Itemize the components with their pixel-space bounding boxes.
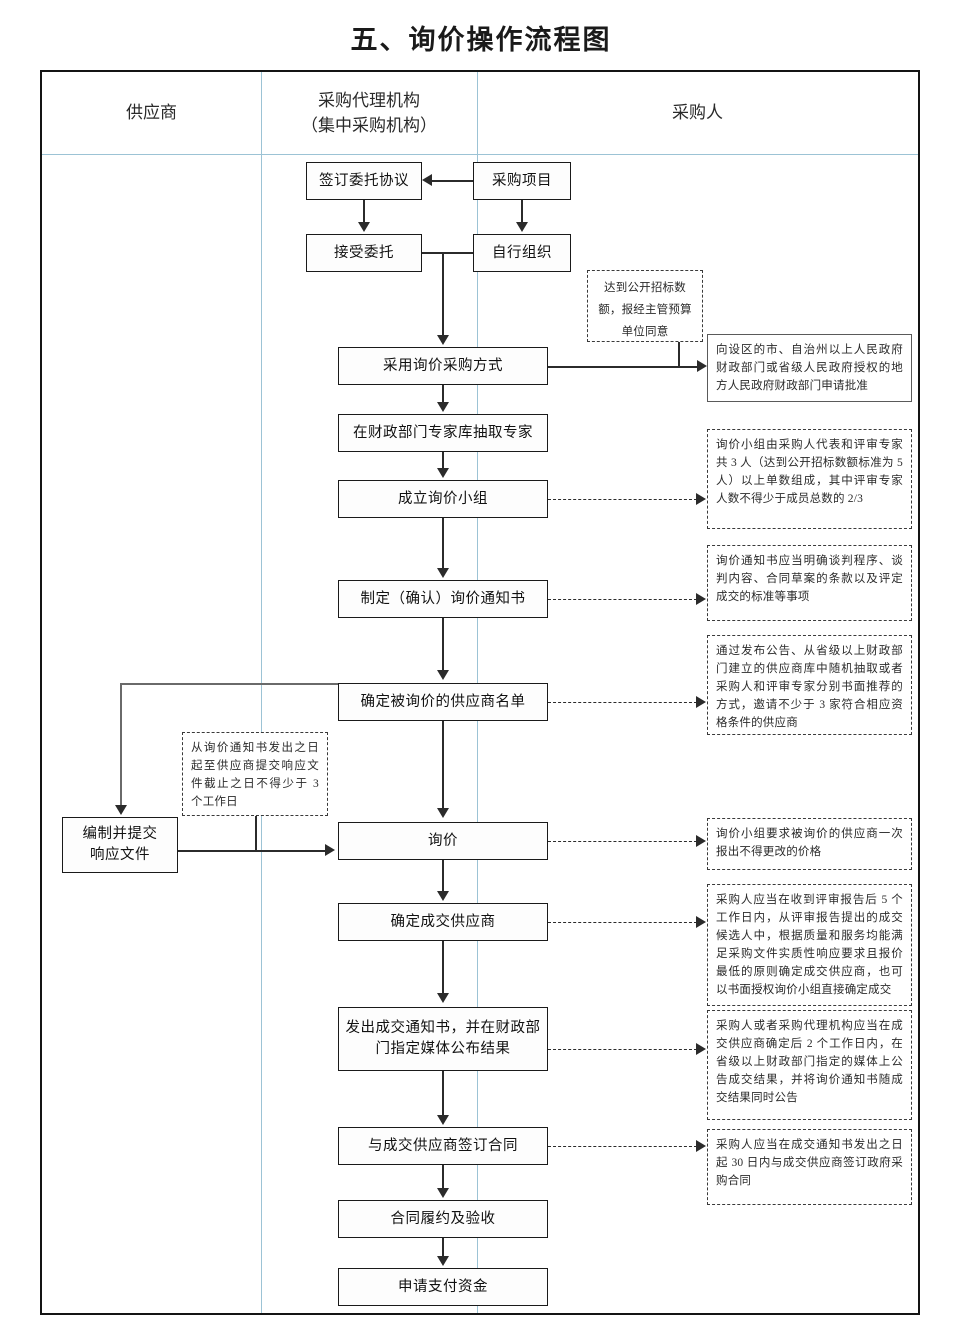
note-inquiry-notice-content: 询价通知书应当明确谈判程序、谈判内容、合同草案的条款以及评定成交的标准等事项 bbox=[707, 545, 912, 621]
connector-adopt-to-approval bbox=[548, 366, 697, 368]
node-draw-experts[interactable]: 在财政部门专家库抽取专家 bbox=[338, 414, 548, 452]
node-make-inquiry-notice[interactable]: 制定（确认）询价通知书 bbox=[338, 580, 548, 618]
arrowhead-notice-to-note bbox=[696, 593, 706, 605]
arrowhead-prepare-to-inquiry bbox=[325, 844, 335, 856]
column-header-agency: 采购代理机构 （集中采购机构） bbox=[261, 88, 477, 138]
node-procurement-project[interactable]: 采购项目 bbox=[473, 162, 571, 200]
arrowhead-draw-to-group bbox=[437, 468, 449, 478]
connector-threshold-note-down bbox=[678, 342, 680, 366]
arrowhead-group-to-note bbox=[696, 493, 706, 505]
arrowhead-notice-to-list bbox=[437, 670, 449, 680]
note-inquiry-group-composition: 询价小组由采购人代表和评审专家共 3 人（达到公开招标数额标准为 5 人）以上单… bbox=[707, 429, 912, 529]
connector-contract-to-acceptance bbox=[442, 1165, 444, 1188]
node-prepare-submit-response[interactable]: 编制并提交 响应文件 bbox=[62, 817, 178, 873]
connector-winner-to-award bbox=[442, 941, 444, 995]
arrowhead-winner-to-note bbox=[696, 916, 706, 928]
column-header-purchaser: 采购人 bbox=[672, 103, 723, 122]
connector-sign-to-accept bbox=[363, 200, 365, 224]
connector-prepare-to-inquiry bbox=[178, 850, 325, 852]
connector-group-to-note bbox=[548, 499, 697, 500]
connector-project-to-sign bbox=[432, 180, 473, 182]
page-title: 五、询价操作流程图 bbox=[350, 25, 612, 55]
connector-notice-to-list bbox=[442, 618, 444, 672]
arrowhead-adopt-to-approval bbox=[697, 360, 707, 372]
connector-accept-to-merge bbox=[422, 252, 473, 254]
connector-list-to-note bbox=[548, 702, 697, 703]
note-supplier-invitation: 通过发布公告、从省级以上财政部门建立的供应商库中随机抽取或者采购人和评审专家分别… bbox=[707, 635, 912, 735]
arrowhead-inquiry-to-note bbox=[696, 835, 706, 847]
node-determine-winning-supplier[interactable]: 确定成交供应商 bbox=[338, 903, 548, 941]
node-contract-performance-acceptance[interactable]: 合同履约及验收 bbox=[338, 1200, 548, 1238]
column-header-agency-line1: 采购代理机构 bbox=[318, 91, 420, 110]
arrowhead-contract-to-acceptance bbox=[437, 1188, 449, 1198]
note-response-deadline: 从询价通知书发出之日起至供应商提交响应文件截止之日不得少于 3 个工作日 bbox=[182, 732, 328, 816]
arrowhead-award-to-contract bbox=[437, 1115, 449, 1125]
note-contract-30-days: 采购人应当在成交通知书发出之日起 30 日内与成交供应商签订政府采购合同 bbox=[707, 1129, 912, 1205]
node-apply-payment[interactable]: 申请支付资金 bbox=[338, 1268, 548, 1306]
node-self-organize[interactable]: 自行组织 bbox=[473, 234, 571, 272]
arrowhead-merge-to-adopt bbox=[437, 335, 449, 345]
arrowhead-project-to-sign bbox=[422, 174, 432, 186]
flowchart-frame: 供应商 采购代理机构 （集中采购机构） 采购人 签订委托协议 采购项目 接受委托… bbox=[40, 70, 920, 1315]
arrowhead-contract-to-note bbox=[696, 1140, 706, 1152]
connector-inquiry-to-note bbox=[548, 841, 697, 842]
connector-project-to-self bbox=[521, 200, 523, 224]
arrowhead-adopt-to-draw bbox=[437, 402, 449, 412]
connector-contract-to-note bbox=[548, 1146, 697, 1147]
header-divider bbox=[42, 154, 918, 155]
arrowhead-list-to-note bbox=[696, 696, 706, 708]
node-establish-inquiry-group[interactable]: 成立询价小组 bbox=[338, 480, 548, 518]
arrowhead-acceptance-to-payment bbox=[437, 1256, 449, 1266]
arrowhead-group-to-notice bbox=[437, 568, 449, 578]
column-divider-supplier-agency bbox=[261, 72, 262, 1313]
node-prepare-submit-response-line1: 编制并提交 bbox=[82, 826, 158, 842]
node-inquiry[interactable]: 询价 bbox=[338, 822, 548, 860]
note-announce-result: 采购人或者采购代理机构应当在成交供应商确定后 2 个工作日内，在省级以上财政部门… bbox=[707, 1010, 912, 1120]
arrowhead-award-to-note bbox=[696, 1043, 706, 1055]
connector-award-to-note bbox=[548, 1049, 697, 1050]
node-issue-award-notice[interactable]: 发出成交通知书，并在财政部 门指定媒体公布结果 bbox=[338, 1007, 548, 1071]
connector-adopt-to-draw bbox=[442, 385, 444, 404]
arrowhead-inquiry-to-winner bbox=[437, 891, 449, 901]
note-determine-winner-rule: 采购人应当在收到评审报告后 5 个工作日内，从评审报告提出的成交候选人中，根据质… bbox=[707, 884, 912, 1006]
connector-acceptance-to-payment bbox=[442, 1238, 444, 1256]
connector-notice-to-note bbox=[548, 599, 697, 600]
arrowhead-winner-to-award bbox=[437, 993, 449, 1003]
connector-deadline-note-down bbox=[255, 816, 257, 850]
note-one-time-quote: 询价小组要求被询价的供应商一次报出不得更改的价格 bbox=[707, 818, 912, 870]
node-prepare-submit-response-line2: 响应文件 bbox=[90, 847, 150, 863]
connector-group-to-notice bbox=[442, 518, 444, 570]
arrowhead-project-to-self bbox=[516, 222, 528, 232]
node-accept-entrust[interactable]: 接受委托 bbox=[306, 234, 422, 272]
connector-inquiry-to-winner bbox=[442, 860, 444, 891]
node-sign-entrust-agreement[interactable]: 签订委托协议 bbox=[306, 162, 422, 200]
connector-award-to-contract bbox=[442, 1071, 444, 1115]
connector-left-down bbox=[120, 683, 122, 805]
node-issue-award-notice-line2: 门指定媒体公布结果 bbox=[375, 1041, 511, 1057]
node-sign-contract[interactable]: 与成交供应商签订合同 bbox=[338, 1127, 548, 1165]
connector-list-to-left bbox=[120, 683, 338, 685]
connector-winner-to-note bbox=[548, 922, 697, 923]
note-apply-approval: 向设区的市、自治州以上人民政府财政部门或省级人民政府授权的地方人民政府财政部门申… bbox=[707, 334, 912, 402]
note-open-tender-threshold: 达到公开招标数额，报经主管预算单位同意 bbox=[587, 270, 703, 342]
connector-merge-down bbox=[442, 252, 444, 335]
connector-draw-to-group bbox=[442, 452, 444, 470]
arrowhead-list-to-prepare bbox=[115, 805, 127, 815]
node-adopt-inquiry-method[interactable]: 采用询价采购方式 bbox=[338, 347, 548, 385]
arrowhead-list-to-inquiry bbox=[437, 808, 449, 818]
arrowhead-sign-to-accept bbox=[358, 222, 370, 232]
node-issue-award-notice-line1: 发出成交通知书，并在财政部 bbox=[345, 1020, 541, 1036]
connector-list-to-inquiry bbox=[442, 721, 444, 810]
node-determine-supplier-list[interactable]: 确定被询价的供应商名单 bbox=[338, 683, 548, 721]
column-header-supplier: 供应商 bbox=[126, 103, 177, 122]
column-header-agency-line2: （集中采购机构） bbox=[301, 116, 437, 135]
